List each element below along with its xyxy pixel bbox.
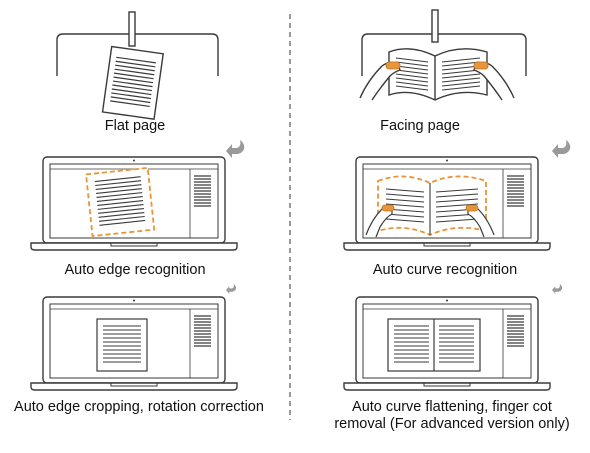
cropping-result-laptop <box>30 296 238 391</box>
edge-recognition-laptop <box>30 156 238 251</box>
flat-page-caption: Flat page <box>104 118 166 134</box>
curved-arrow-icon <box>226 140 245 158</box>
curve-flattening-caption: Auto curve flattening, finger cot remova… <box>334 399 570 432</box>
curve-recognition-laptop <box>343 156 551 251</box>
curve-recognition-caption: Auto curve recognition <box>372 262 518 278</box>
curved-arrow-icon <box>226 284 237 294</box>
facing-page-caption: Facing page <box>380 118 460 134</box>
facing-page-illustration <box>359 9 527 101</box>
edge-recognition-caption: Auto edge recognition <box>64 262 206 278</box>
edge-cropping-caption: Auto edge cropping, rotation correction <box>14 399 264 415</box>
curved-arrow-icon <box>552 284 563 294</box>
flattening-result-laptop <box>343 296 551 391</box>
curved-arrow-icon <box>552 140 571 158</box>
flat-page-illustration <box>56 11 219 120</box>
